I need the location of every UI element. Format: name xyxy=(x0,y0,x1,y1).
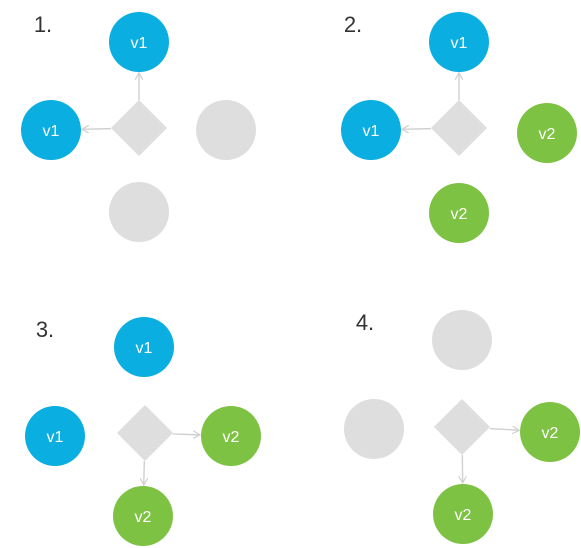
node-right xyxy=(201,406,261,466)
router-diamond xyxy=(110,100,168,157)
panel-1: 1. v1 v1 xyxy=(21,12,256,242)
node-right-label: v2 xyxy=(223,429,240,446)
router-diamond xyxy=(116,405,173,462)
node-left xyxy=(25,406,85,466)
step-number: 4. xyxy=(356,310,374,335)
node-left-label: v1 xyxy=(47,429,64,446)
node-top-label: v1 xyxy=(136,340,153,357)
router-diamond xyxy=(431,100,488,157)
node-right-label: v2 xyxy=(539,126,556,143)
step-number: 3. xyxy=(36,317,54,342)
node-bottom xyxy=(113,486,173,546)
node-bottom xyxy=(433,484,493,544)
node-right xyxy=(520,402,580,462)
node-bottom-label: v2 xyxy=(455,507,472,524)
node-top-label: v1 xyxy=(131,35,148,52)
node-left-label: v1 xyxy=(363,123,380,140)
node-left-label: v1 xyxy=(43,123,60,140)
node-bottom xyxy=(429,183,489,243)
node-right xyxy=(517,103,577,163)
connector-arrow-right xyxy=(172,434,199,435)
panel-3: 3. v1 v1 v2 v2 xyxy=(25,317,261,546)
node-top xyxy=(114,317,174,377)
router-diamond xyxy=(433,399,491,456)
node-bottom-label: v2 xyxy=(451,206,468,223)
node-left xyxy=(341,100,401,160)
node-top-label: v1 xyxy=(451,35,468,52)
node-left xyxy=(21,100,81,160)
connector-arrow-left xyxy=(403,129,432,130)
node-right xyxy=(196,100,256,160)
node-bottom xyxy=(109,182,169,242)
node-top xyxy=(109,12,169,72)
node-right-label: v2 xyxy=(542,425,559,442)
node-top xyxy=(429,12,489,72)
node-left xyxy=(344,399,404,459)
step-number: 1. xyxy=(34,12,52,37)
node-bottom-label: v2 xyxy=(135,509,152,526)
step-number: 2. xyxy=(344,12,362,37)
panel-4: 4. v2 v2 xyxy=(344,310,580,544)
connector-arrow-left xyxy=(83,129,112,130)
connector-arrow-right xyxy=(489,429,518,431)
node-top xyxy=(432,310,492,370)
panel-2: 2. v1 v1 v2 v2 xyxy=(341,12,577,243)
connector-arrow-bottom xyxy=(144,460,145,484)
